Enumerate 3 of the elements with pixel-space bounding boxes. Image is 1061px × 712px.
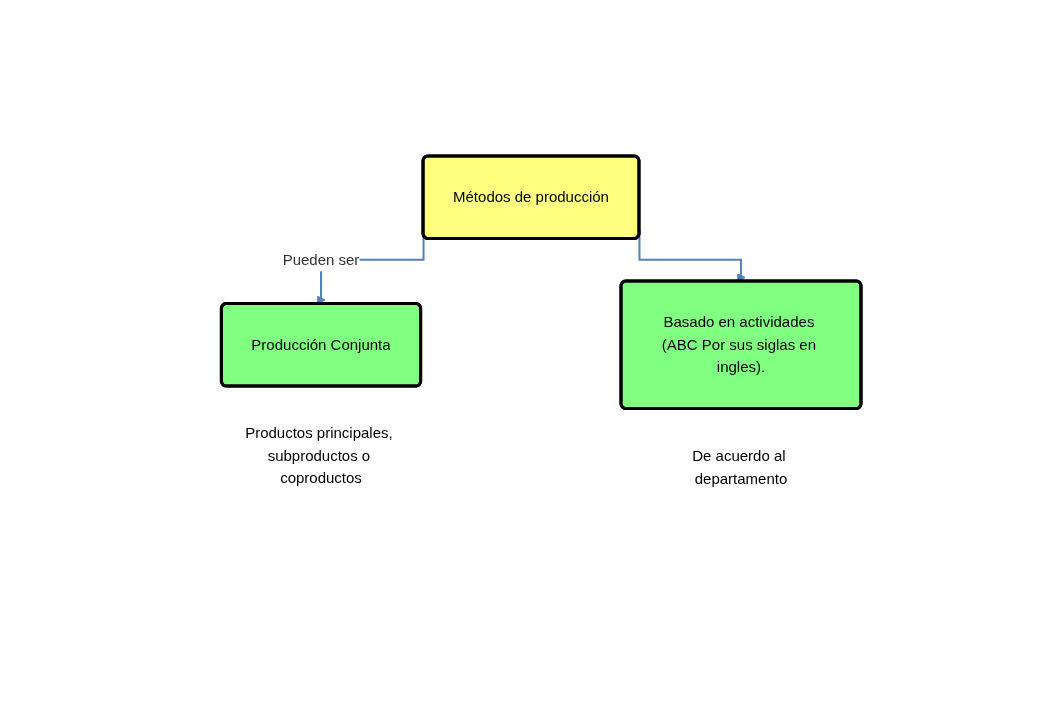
- node-label: De acuerdo al departamento: [691, 446, 787, 486]
- edge-label: Pueden ser: [282, 250, 359, 268]
- node-label: Productos principales, subproductos o coproductos: [244, 424, 393, 486]
